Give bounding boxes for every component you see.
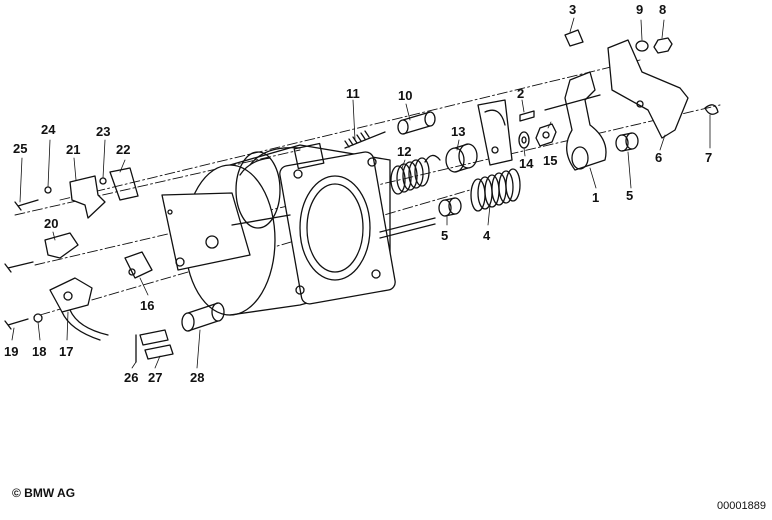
part-8-nut: [653, 37, 673, 54]
part-16-sensor: [124, 251, 153, 279]
part-27-terminal: [144, 344, 174, 360]
part-21-bracket: [69, 175, 106, 219]
callout-8: 8: [659, 2, 666, 17]
part-12-coil-spring: [390, 154, 441, 195]
callout-19: 19: [4, 344, 18, 359]
callout-15: 15: [543, 153, 557, 168]
copyright-label: © BMW AG: [12, 486, 76, 500]
callout-26: 26: [124, 370, 138, 385]
part-18-washer: [33, 313, 43, 323]
part-5-bushing-right: [615, 132, 639, 152]
callout-10: 10: [398, 88, 412, 103]
part-19-screw: [4, 318, 29, 330]
part-2-pin: [519, 110, 535, 122]
callout-13: 13: [451, 124, 465, 139]
part-13-bushing: [445, 143, 478, 173]
part-1-throttle-lever: [544, 71, 607, 171]
part-15-nut: [535, 123, 557, 147]
part-28-plug: [181, 302, 225, 332]
callout-5-lower: 5: [441, 228, 448, 243]
part-17-switch: [49, 277, 109, 341]
callout-22: 22: [116, 142, 130, 157]
part-23-washer: [99, 177, 107, 185]
callout-labels: 1 2 3 4 5 5 6 7 8 9 10 11 12 13 14 15 16…: [4, 2, 712, 385]
part-14-washer: [518, 131, 530, 149]
part-4-coil-spring: [470, 168, 521, 212]
part-6-bracket: [607, 39, 689, 139]
callout-3: 3: [569, 2, 576, 17]
throttle-shaft: [379, 217, 436, 239]
callout-4: 4: [483, 228, 491, 243]
callout-7: 7: [705, 150, 712, 165]
callout-18: 18: [32, 344, 46, 359]
callout-20: 20: [44, 216, 58, 231]
callout-27: 27: [148, 370, 162, 385]
callout-17: 17: [59, 344, 73, 359]
callout-16: 16: [140, 298, 154, 313]
callout-5-right: 5: [626, 188, 633, 203]
callout-14: 14: [519, 156, 534, 171]
callout-12: 12: [397, 144, 411, 159]
part-25-screw: [14, 199, 39, 211]
part-5-bushing-lower: [438, 197, 462, 217]
part-10-sleeve: [397, 111, 436, 135]
part-26-terminal: [135, 329, 169, 363]
callout-1: 1: [592, 190, 599, 205]
leader-lines: [11, 17, 711, 369]
callout-25: 25: [13, 141, 27, 156]
callout-24: 24: [41, 122, 56, 137]
part-9-washer: [635, 40, 649, 52]
part-3-clip: [564, 29, 584, 47]
callout-23: 23: [96, 124, 110, 139]
lever-bracket: [477, 99, 513, 166]
diagram-id-label: 00001889: [717, 500, 766, 512]
throttle-plate: [161, 192, 291, 271]
screw-left-20: [4, 261, 34, 273]
callout-2: 2: [517, 86, 524, 101]
callout-11: 11: [346, 86, 360, 101]
part-22-plate: [109, 167, 139, 201]
part-11-spring: [344, 130, 386, 149]
part-24-nut: [44, 186, 52, 194]
part-20-connector: [44, 232, 79, 259]
callout-6: 6: [655, 150, 662, 165]
part-7-clip: [704, 104, 719, 115]
callout-9: 9: [636, 2, 643, 17]
callout-28: 28: [190, 370, 204, 385]
callout-21: 21: [66, 142, 80, 157]
